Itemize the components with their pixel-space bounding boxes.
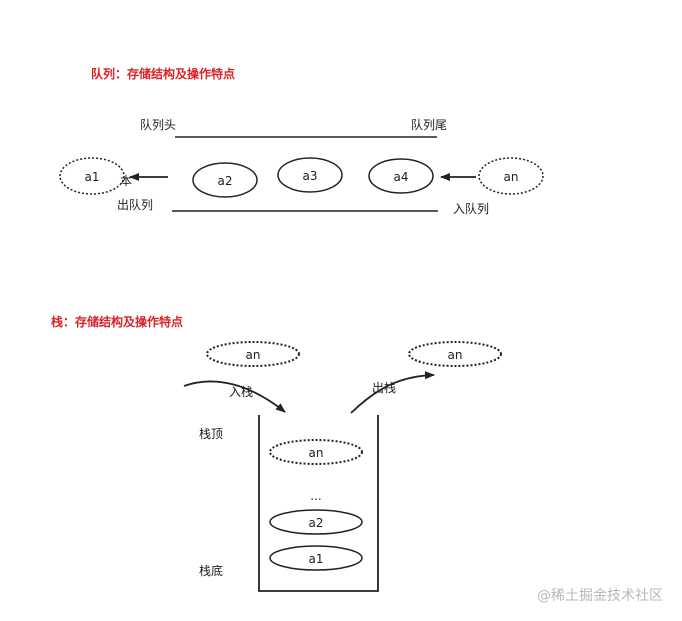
push-arrow [183,380,286,413]
stack-node-a1 [269,545,363,571]
queue-node-a4-label: a4 [394,170,409,184]
queue-dequeued-node [59,157,125,195]
stack-top-node-label: an [309,446,324,460]
stack-node-a1-label: a1 [309,552,324,566]
dequeue-label: 出队列 [117,197,153,212]
queue-title: 队列：存储结构及操作特点 [91,66,235,81]
queue-enqueued-node-label: an [504,170,519,184]
queue-node-a3-label: a3 [303,169,318,183]
queue-node-a2-label: a2 [218,174,233,188]
stack-push-node [206,341,300,367]
stack-bottom-label: 栈底 [199,563,223,578]
queue-head-label: 队列头 [140,117,176,132]
queue-node-a4 [368,158,434,194]
stack-title: 栈：存储结构及操作特点 [51,314,183,329]
stack-node-a2-label: a2 [309,516,324,530]
stack-ellipsis: ... [310,489,321,503]
stack-pop-node [408,341,502,367]
pop-arrow [350,371,435,414]
pop-label: 出栈 [372,380,396,395]
stack-top-node [269,439,363,465]
stack-top-label: 栈顶 [199,426,223,441]
stack-push-node-label: an [246,348,261,362]
stack-node-a2 [269,509,363,535]
queue-dequeued-node-label: a1 [85,170,100,184]
watermark: @稀土掘金技术社区 [537,588,663,604]
queue-node-a3 [277,157,343,193]
push-label: 入栈 [229,384,253,399]
queue-enqueued-node [478,157,544,195]
queue-tail-label: 队列尾 [411,117,447,132]
stack-container [258,415,379,592]
stack-pop-node-label: an [448,348,463,362]
enqueue-label: 入队列 [453,201,489,216]
queue-node-a2 [192,162,258,198]
